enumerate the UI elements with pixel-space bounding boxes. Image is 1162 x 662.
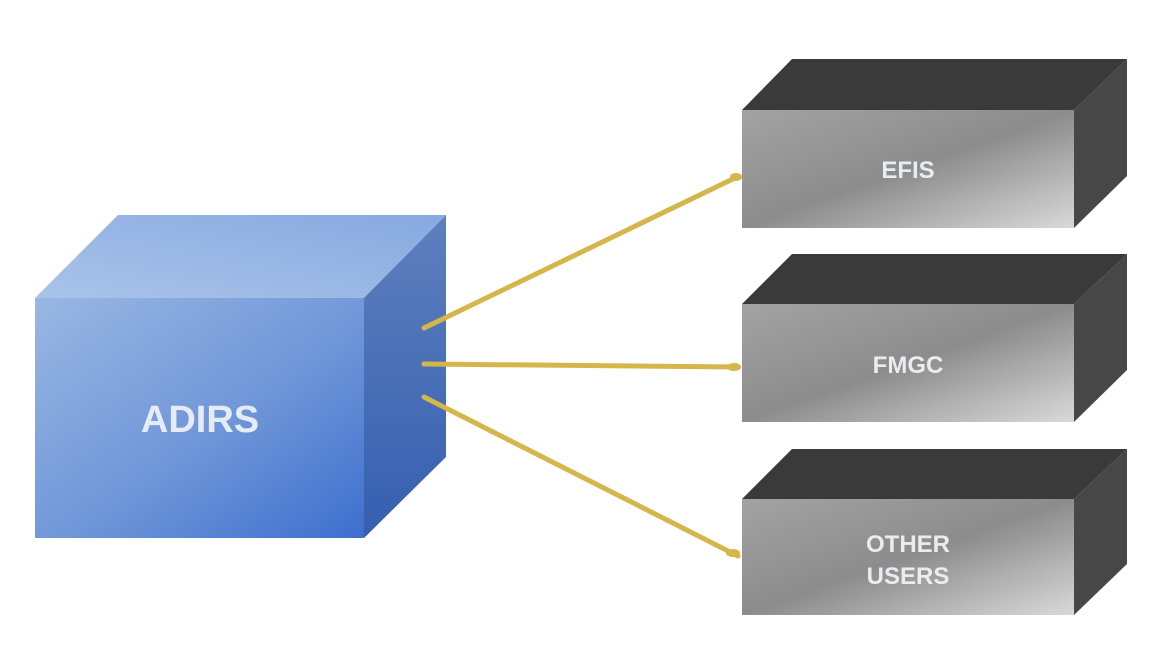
fmgc-side-face xyxy=(1074,254,1127,422)
fmgc-top-face xyxy=(742,254,1127,304)
efis-front-face xyxy=(742,110,1074,228)
adirs-label: ADIRS xyxy=(141,399,259,441)
adirs-side-face xyxy=(364,215,446,538)
fmgc-front-face xyxy=(742,304,1074,422)
other-users-label-line-2: USERS xyxy=(867,563,950,590)
connector-end-efis xyxy=(730,173,742,181)
other-users-top-face xyxy=(742,449,1127,499)
connector-to-other-users xyxy=(421,394,741,559)
efis-box: EFIS xyxy=(742,59,1127,228)
connector-to-efis xyxy=(421,174,740,331)
fmgc-label-line-1: FMGC xyxy=(873,352,944,379)
connectors xyxy=(421,173,742,559)
connector-end-other-users xyxy=(726,549,740,557)
adirs-top-face xyxy=(35,215,446,298)
other-users-box: OTHER USERS xyxy=(742,449,1127,615)
connector-end-fmgc xyxy=(727,363,741,371)
fmgc-box: FMGC xyxy=(742,254,1127,422)
adirs-front-face xyxy=(35,298,364,538)
efis-top-face xyxy=(742,59,1127,110)
efis-label-line-1: EFIS xyxy=(881,157,934,184)
connector-to-fmgc xyxy=(421,361,740,370)
adirs-box: ADIRS xyxy=(35,215,446,538)
other-users-side-face xyxy=(1074,449,1127,615)
efis-side-face xyxy=(1074,59,1127,228)
other-users-label-line-1: OTHER xyxy=(866,531,950,558)
other-users-front-face xyxy=(742,499,1074,615)
